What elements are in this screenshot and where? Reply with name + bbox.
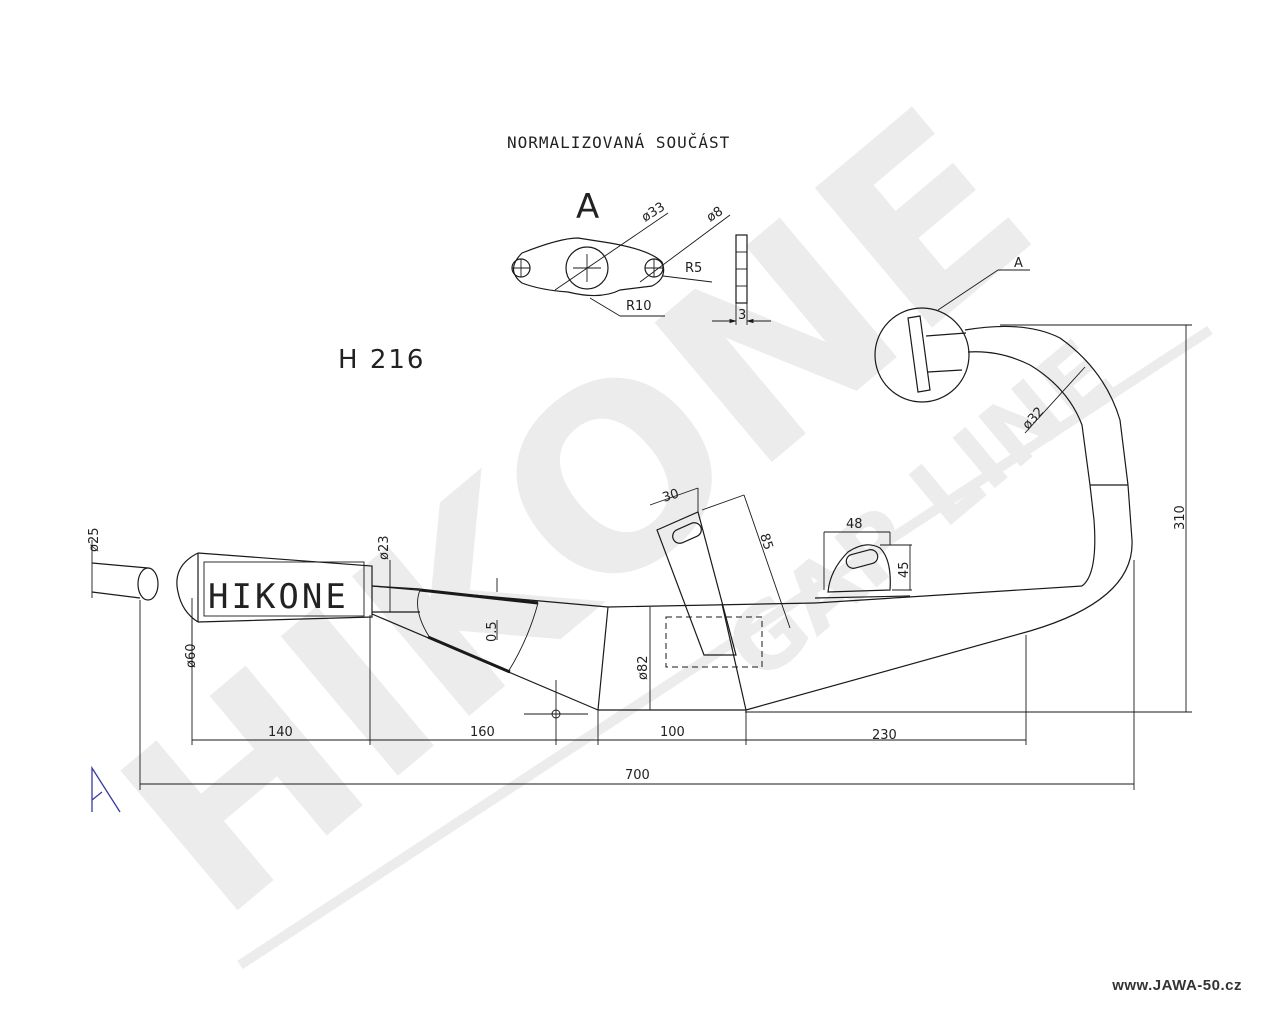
- dim-bracket-30: 30: [661, 486, 681, 505]
- part-code: H 216: [338, 345, 425, 375]
- dim-flange-r10: R10: [626, 299, 652, 314]
- dim-gap-05: 0.5: [485, 621, 500, 642]
- dim-seg-100: 100: [660, 725, 685, 740]
- dim-seg-160: 160: [470, 725, 495, 740]
- dim-height-310: 310: [745, 324, 1192, 713]
- footer-url[interactable]: www.JAWA-50.cz: [1112, 977, 1242, 994]
- dim-length-700: 700: [625, 768, 650, 783]
- dim-tab-48: 48: [846, 517, 863, 532]
- section-marker: A: [0, 0, 121, 813]
- dim-muffler-d60: ø60: [184, 644, 199, 669]
- flange-view-label: A: [576, 187, 599, 227]
- drawing-title: NORMALIZOVANÁ SOUČÁST: [507, 133, 730, 152]
- svg-text:310: 310: [1173, 505, 1188, 530]
- dim-flange-r5: R5: [685, 261, 702, 276]
- dim-chain: 140 160 100 230 700: [139, 560, 1135, 790]
- flange-outline: [512, 237, 665, 297]
- section-marker-label: A: [0, 0, 1, 1]
- rear-cone: 0.5: [371, 578, 609, 745]
- muffler-label: HIKONE: [208, 577, 349, 617]
- main-body: ø82 30 85: [597, 486, 816, 711]
- dim-body-d82: ø82: [636, 656, 651, 681]
- dim-flange-d8: ø8: [704, 204, 726, 225]
- dim-outlet-d23: ø23: [377, 536, 392, 561]
- dim-seg-230: 230: [872, 728, 897, 743]
- dim-tail-d25: ø25: [87, 528, 102, 553]
- watermark: HIKONE GAP LINE: [71, 55, 1213, 970]
- dim-flange-thickness: 3: [738, 308, 746, 323]
- tail-pipe: ø25: [87, 528, 159, 601]
- dim-tab-45: 45: [897, 561, 912, 578]
- dim-bracket-85: 85: [756, 532, 775, 552]
- flange-callout-circle: [874, 307, 970, 403]
- dim-view-callout: A: [1014, 256, 1023, 271]
- flange-center-hole: [565, 246, 609, 290]
- dim-flange-d33: ø33: [639, 200, 668, 226]
- dim-seg-140: 140: [268, 725, 293, 740]
- watermark-underline: [237, 325, 1213, 970]
